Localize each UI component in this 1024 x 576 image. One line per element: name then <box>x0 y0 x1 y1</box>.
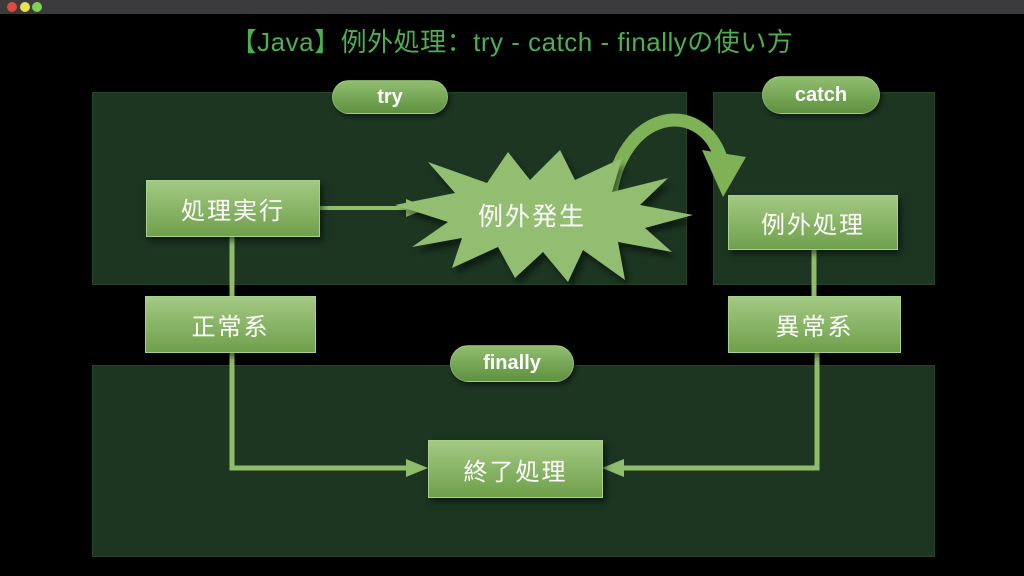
slide-title: 【Java】例外処理：try - catch - finallyの使い方 <box>230 27 794 57</box>
node-execute-process: 処理実行 <box>146 180 320 237</box>
catch-label: catch <box>794 83 848 106</box>
node-error-path: 異常系 <box>728 296 901 353</box>
node-exception-occurs-label: 例外発生 <box>477 203 586 231</box>
node-exception-handle: 例外処理 <box>728 195 898 250</box>
finally-label: finally <box>483 352 541 374</box>
try-label: try <box>377 85 403 108</box>
close-button-icon[interactable] <box>7 2 17 12</box>
node-finish-process: 終了処理 <box>428 440 603 498</box>
node-execute-label: 処理実行 <box>181 198 285 225</box>
node-normal-path-label: 正常系 <box>191 314 270 341</box>
node-error-path-label: 異常系 <box>775 314 854 341</box>
catch-label-pill: catch <box>762 76 880 114</box>
window-titlebar <box>0 0 1024 14</box>
try-label-pill: try <box>332 80 448 114</box>
minimize-button-icon[interactable] <box>19 2 30 12</box>
finally-label-pill: finally <box>450 345 574 382</box>
node-exception-handle-label: 例外処理 <box>761 212 865 239</box>
node-normal-path: 正常系 <box>145 296 316 353</box>
zoom-button-icon[interactable] <box>32 2 42 12</box>
node-finish-process-label: 終了処理 <box>463 458 568 486</box>
catch-region <box>713 92 935 285</box>
